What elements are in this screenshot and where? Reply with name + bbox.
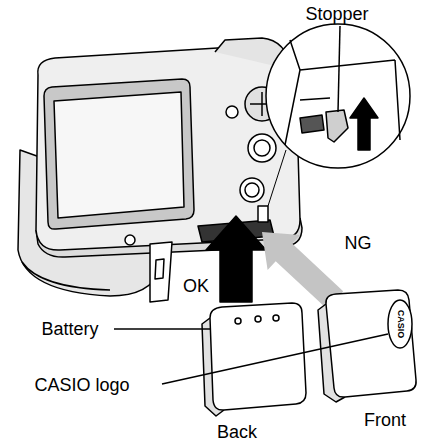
view-label: Front (364, 411, 406, 429)
part-label: Stopper (305, 5, 368, 23)
logo-oval: CASIO (387, 299, 413, 349)
inset-stopper (326, 110, 348, 142)
battery-contact (255, 316, 261, 322)
inset-circle (266, 24, 410, 168)
screen-frame (44, 79, 194, 229)
view-label: Back (217, 423, 257, 441)
leader-line (162, 334, 388, 384)
battery-contact (235, 318, 241, 324)
leader-line (338, 26, 340, 112)
button (226, 106, 238, 118)
battery-door (150, 242, 172, 302)
camera-body (36, 46, 300, 250)
battery-contact (273, 315, 279, 321)
part-label: CASIO logo (34, 376, 129, 394)
inset-pointer (268, 150, 286, 206)
part-label: Battery (41, 320, 98, 338)
stopper (258, 206, 268, 222)
oval-outline (388, 300, 412, 348)
button-inner (245, 183, 259, 197)
tripod-socket (125, 235, 135, 245)
inset-interior (285, 40, 400, 145)
callout-label: NG (345, 234, 372, 252)
door-latch (155, 259, 164, 279)
inset-slot (300, 115, 324, 133)
battery-back (210, 303, 306, 410)
ok-arrow (206, 216, 266, 302)
button-inner (254, 140, 270, 156)
callout-label: OK (183, 277, 209, 295)
push-arrow (350, 98, 378, 150)
logo-text: CASIO (396, 310, 405, 339)
lens-ring (22, 262, 110, 290)
button (248, 134, 276, 162)
leader-line (114, 328, 211, 330)
lcd-screen (54, 92, 184, 218)
button (240, 178, 264, 202)
battery-front (326, 290, 416, 397)
